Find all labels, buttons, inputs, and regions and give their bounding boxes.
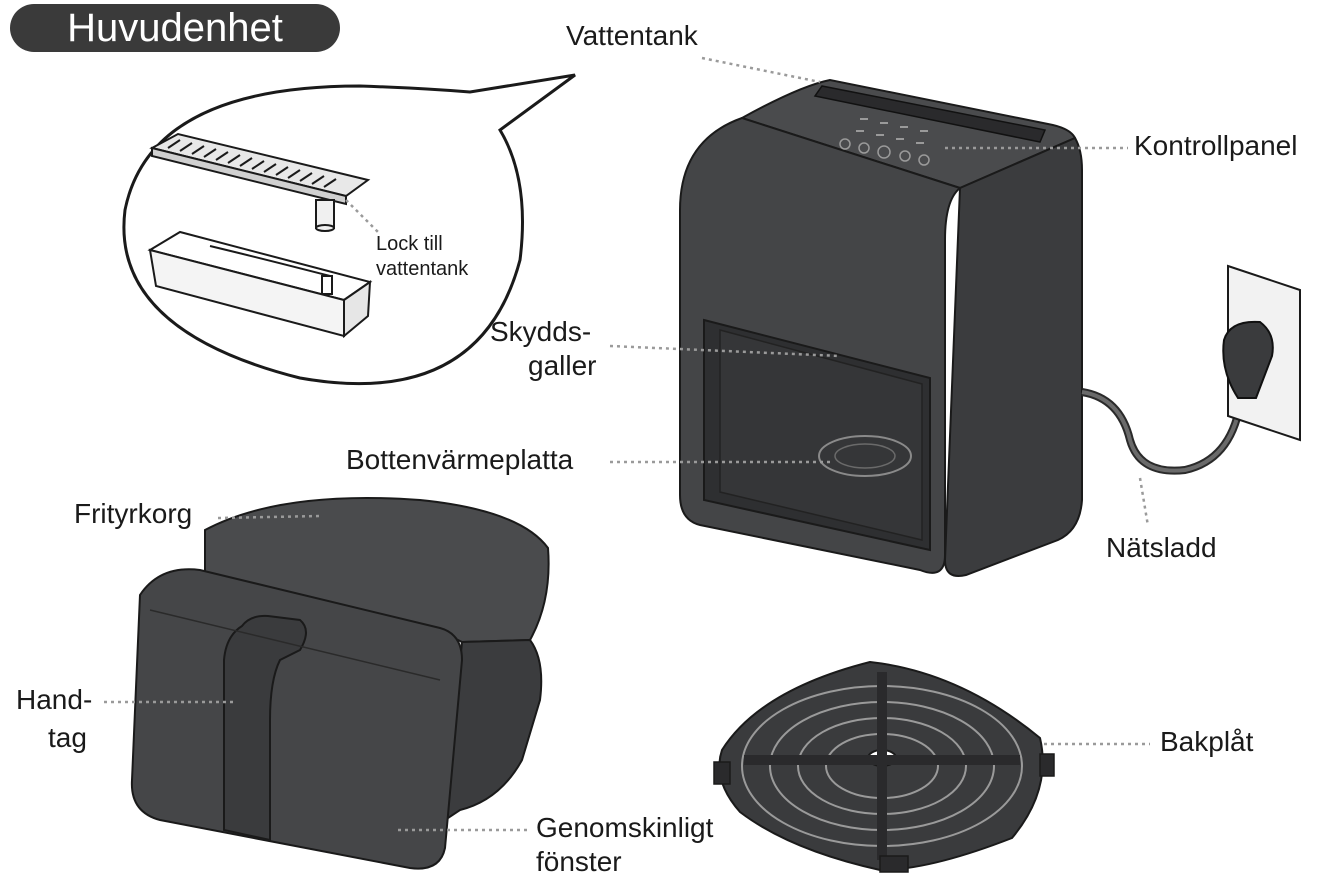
label-window-line2: fönster: [536, 846, 622, 877]
basket-right-side: [443, 638, 543, 822]
fryer-basket: [130, 497, 550, 870]
label-water-tank: Vattentank: [566, 20, 698, 51]
label-guard-line1: Skydds-: [490, 316, 592, 347]
water-tank-lid: [149, 132, 371, 232]
baking-tray: [713, 660, 1055, 873]
label-window-line1: Genomskinligt: [536, 812, 714, 843]
control-panel-indicators: [856, 118, 928, 144]
air-fryer-main-unit: [679, 78, 1083, 577]
bottom-heating-plate-shape: [818, 435, 912, 477]
water-tank-detail-bubble: [122, 73, 576, 386]
label-control-panel: Kontrollpanel: [1134, 130, 1298, 161]
water-tank-vent: [813, 85, 1047, 143]
basket-front: [130, 568, 464, 870]
title-badge: Huvudenhet: [10, 4, 340, 52]
unit-top: [739, 78, 1077, 190]
label-handle-line1: Hand-: [16, 684, 93, 715]
leader-lines: [104, 56, 1150, 832]
label-bottom-plate: Bottenvärmeplatta: [346, 444, 574, 475]
plug: [1222, 320, 1274, 399]
water-tank-box: [147, 230, 373, 339]
label-lid-line2: vattentank: [376, 258, 469, 280]
power-cord: [1081, 264, 1301, 475]
label-handle-line2: tag: [48, 722, 87, 753]
label-basket: Frityrkorg: [74, 498, 193, 529]
label-lid-line1: Lock till: [376, 233, 443, 255]
basket-handle-shape: [223, 614, 307, 842]
unit-right-side: [943, 136, 1083, 577]
label-guard-line2: galler: [528, 350, 597, 381]
label-cord: Nätsladd: [1106, 532, 1217, 563]
page-title: Huvudenhet: [67, 6, 283, 50]
control-panel-buttons: [839, 138, 930, 166]
label-tray: Bakplåt: [1160, 726, 1254, 757]
